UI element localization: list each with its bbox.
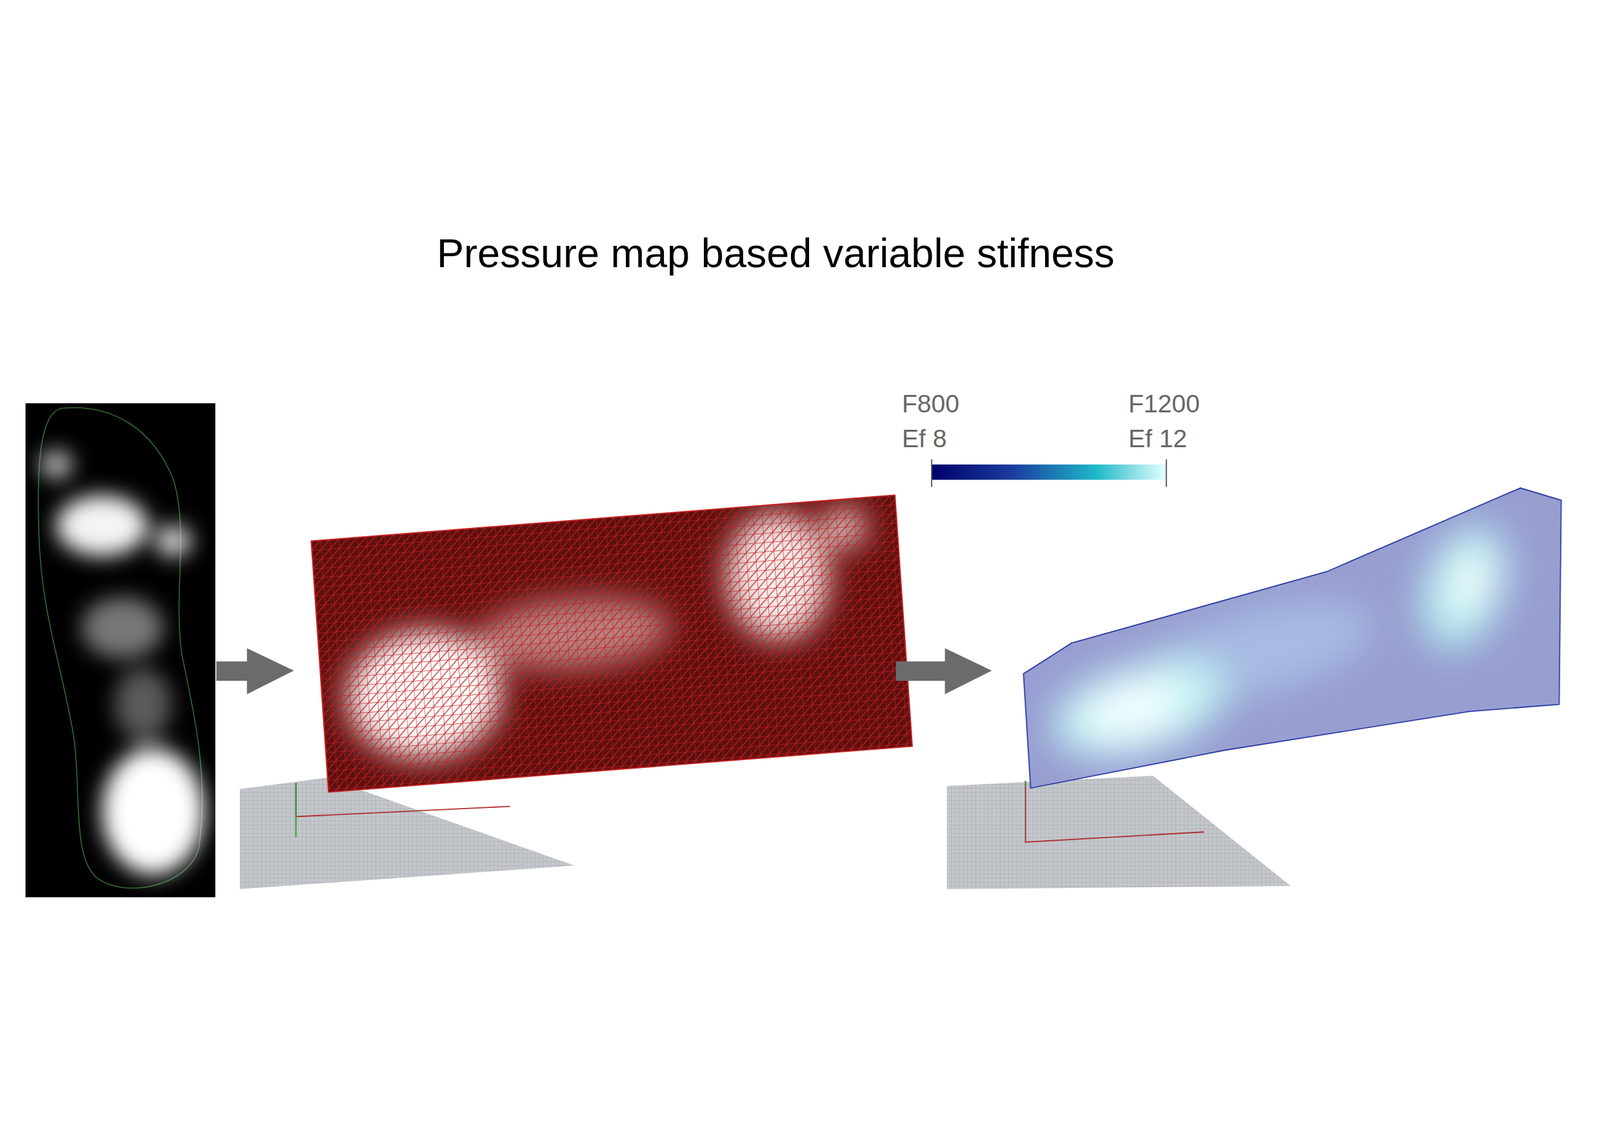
scale-label: Ef 8 (901, 424, 947, 454)
scale-label: F1200 (1128, 389, 1200, 419)
diagram-title: Pressure map based variable stifness (436, 229, 1115, 277)
scale-label: Ef 12 (1128, 424, 1188, 454)
scale-label: F800 (901, 389, 960, 419)
